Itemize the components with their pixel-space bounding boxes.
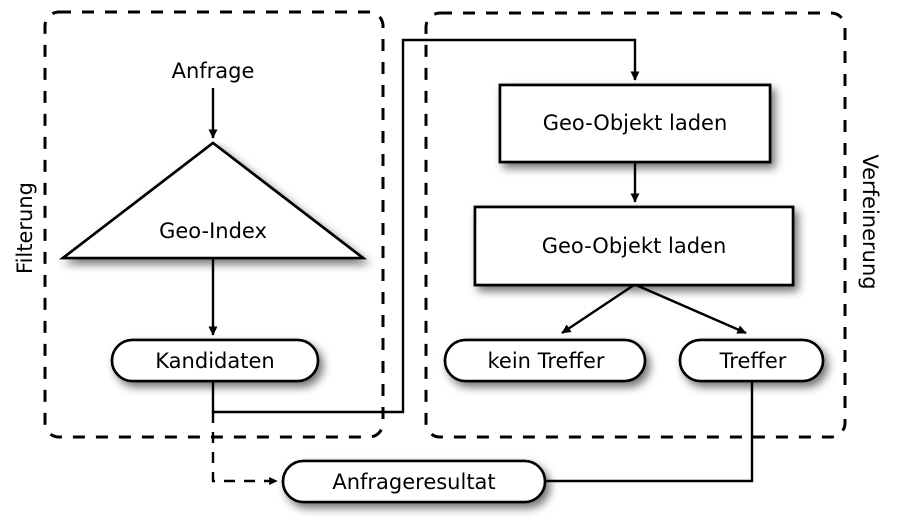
node-anfrageresultat-shape-top [281, 459, 547, 504]
edge-kandidaten-to-geo-objekt-1 [211, 38, 640, 414]
node-geo-objekt-2: Geo-Objekt laden [473, 205, 795, 287]
node-geo-objekt-2-shape-top [473, 205, 795, 287]
node-geo-index-label: Geo-Index [159, 219, 267, 243]
node-geo-objekt-1-shape-top [498, 83, 772, 164]
node-kandidaten-label: Kandidaten [155, 349, 274, 373]
node-anfrage-label: Anfrage [172, 59, 255, 83]
node-treffer-label: Treffer [719, 349, 787, 373]
node-geo-objekt-1: Geo-Objekt laden [498, 83, 772, 164]
node-geo-index-shape-top [59, 141, 367, 260]
edge-treffer-to-anfrageresultat [545, 381, 754, 483]
group-verfeinerung: Verfeinerung [424, 11, 882, 439]
edge-geo-objekt-2-to-treffer [635, 283, 747, 335]
group-verfeinerung-border [424, 11, 847, 439]
edge-kandidaten-to-anfrageresultat [211, 412, 278, 485]
node-anfrageresultat: Anfrageresultat [281, 459, 547, 504]
node-geo-objekt-2-label: Geo-Objekt laden [542, 234, 727, 258]
node-kein-treffer-shape-top [443, 338, 647, 383]
node-kandidaten-shape-top [110, 338, 320, 383]
group-verfeinerung-label: Verfeinerung [858, 154, 882, 289]
group-filterung-label: Filterung [13, 182, 37, 274]
node-anfrageresultat-label: Anfrageresultat [332, 470, 495, 494]
node-treffer: Treffer [678, 338, 825, 383]
node-kandidaten: Kandidaten [110, 338, 320, 383]
edge-geo-objekt-2-to-kein-treffer [561, 284, 635, 334]
node-treffer-shape-top [678, 338, 825, 383]
node-geo-objekt-1-label: Geo-Objekt laden [543, 111, 728, 135]
node-kein-treffer-label: kein Treffer [487, 349, 604, 373]
node-kein-treffer: kein Treffer [443, 338, 647, 383]
node-geo-index: Geo-Index [59, 141, 367, 260]
